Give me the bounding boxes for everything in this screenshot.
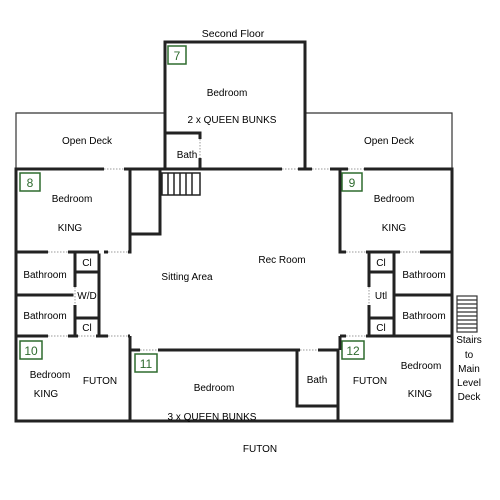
- room-12-extra: FUTON: [353, 376, 387, 387]
- svg-text:to: to: [465, 350, 474, 361]
- bathroom-left-1: Bathroom: [23, 270, 66, 281]
- room-11-name: Bedroom: [194, 383, 235, 394]
- room-7-badge: 7: [167, 45, 187, 65]
- exterior-stairs: [456, 295, 478, 333]
- room-12-badge: 12: [341, 340, 365, 360]
- washer-dryer: W/D: [77, 291, 96, 302]
- svg-text:10: 10: [24, 344, 38, 358]
- room-8-detail: KING: [58, 223, 83, 234]
- svg-text:12: 12: [346, 344, 360, 358]
- room-10-name: Bedroom: [30, 370, 71, 381]
- room-11-badge: 11: [134, 353, 158, 373]
- open-deck-left: Open Deck: [62, 136, 113, 147]
- room-7-detail: 2 x QUEEN BUNKS: [188, 115, 277, 126]
- sitting-area: Sitting Area: [161, 272, 213, 283]
- svg-text:7: 7: [174, 49, 181, 63]
- room-12-detail: KING: [408, 389, 433, 400]
- svg-text:8: 8: [27, 176, 34, 190]
- svg-text:Deck: Deck: [458, 392, 482, 403]
- utility-room: Utl: [375, 291, 387, 302]
- bathroom-right-1: Bathroom: [402, 270, 445, 281]
- interior-stairs: [161, 172, 201, 196]
- open-deck-right: Open Deck: [364, 136, 415, 147]
- svg-text:11: 11: [140, 357, 153, 371]
- room-10-badge: 10: [19, 340, 43, 360]
- svg-text:Stairs: Stairs: [456, 335, 482, 346]
- bathroom-right-2: Bathroom: [402, 311, 445, 322]
- room-10-detail: KING: [34, 389, 59, 400]
- stairs-to-main-label: Stairs to Main Level Deck: [456, 335, 482, 403]
- door-markers: [48, 139, 420, 352]
- door-hatches: [48, 139, 420, 351]
- closet-right-1: Cl: [376, 258, 385, 269]
- closet-left-2: Cl: [82, 323, 91, 334]
- bath-bottom: Bath: [307, 375, 328, 386]
- room-9-detail: KING: [382, 223, 407, 234]
- room-7-name: Bedroom: [207, 88, 248, 99]
- svg-text:9: 9: [349, 176, 356, 190]
- floor-title: Second Floor: [202, 28, 265, 40]
- room-11-detail: 3 x QUEEN BUNKS: [168, 412, 257, 423]
- closet-left-1: Cl: [82, 258, 91, 269]
- room-12-name: Bedroom: [401, 361, 442, 372]
- room-9-badge: 9: [341, 172, 363, 192]
- rec-room: Rec Room: [258, 255, 305, 266]
- closet-right-2: Cl: [376, 323, 385, 334]
- room-8-badge: 8: [19, 172, 41, 192]
- svg-text:Level: Level: [457, 378, 481, 389]
- room-11-extra: FUTON: [243, 444, 277, 455]
- svg-text:Main: Main: [458, 364, 480, 375]
- room-10-extra: FUTON: [83, 376, 117, 387]
- room-8-name: Bedroom: [52, 194, 93, 205]
- bathroom-left-2: Bathroom: [23, 311, 66, 322]
- bath-top: Bath: [177, 150, 198, 161]
- room-9-name: Bedroom: [374, 194, 415, 205]
